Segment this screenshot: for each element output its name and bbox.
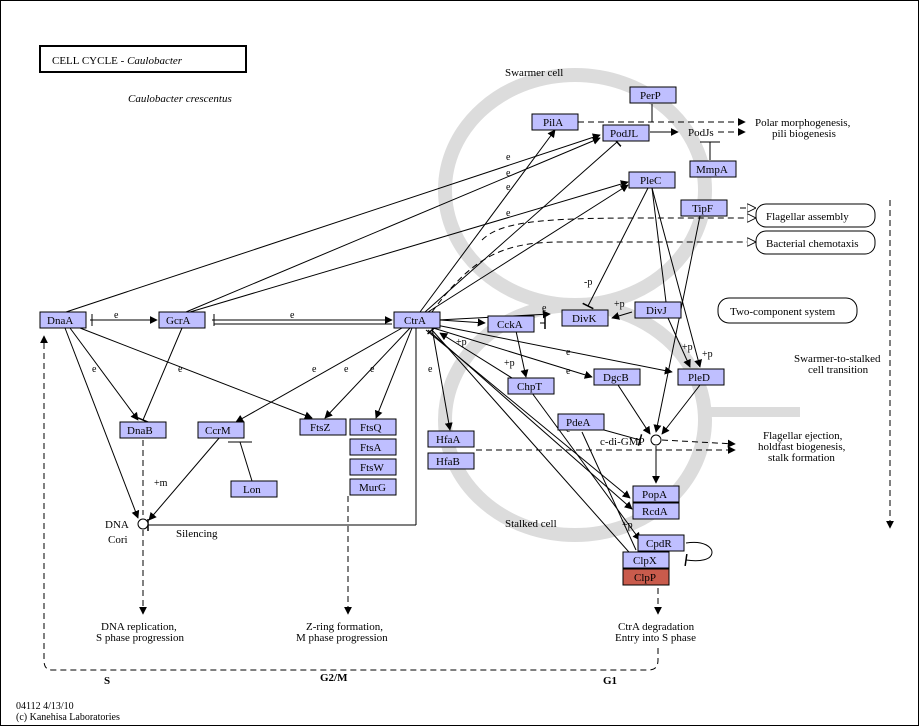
gene-PopA[interactable]: PopA bbox=[632, 485, 680, 503]
svg-text:(c) Kanehisa Laboratories: (c) Kanehisa Laboratories bbox=[16, 712, 120, 723]
svg-text:S phase progression: S phase progression bbox=[96, 632, 184, 644]
gene-MurG[interactable]: MurG bbox=[349, 478, 397, 496]
gene-CpdR[interactable]: CpdR bbox=[637, 534, 685, 552]
organism-name: Caulobacter crescentus bbox=[128, 93, 232, 105]
map-flagellar-assembly[interactable]: Flagellar assembly bbox=[755, 203, 876, 228]
stalked-cell-outline bbox=[438, 298, 712, 542]
svg-text:e: e bbox=[290, 310, 295, 321]
gene-DivK[interactable]: DivK bbox=[561, 309, 609, 327]
svg-text:e: e bbox=[370, 364, 375, 375]
svg-text:+p: +p bbox=[614, 299, 625, 310]
svg-text:e: e bbox=[114, 310, 119, 321]
swarmer-cell-outline bbox=[438, 68, 712, 312]
gene-PleC[interactable]: PleC bbox=[628, 171, 676, 189]
gene-PdeA[interactable]: PdeA bbox=[557, 413, 605, 431]
svg-text:e: e bbox=[542, 303, 547, 314]
gene-FtsW[interactable]: FtsW bbox=[349, 458, 397, 476]
page-title: CELL CYCLE - Caulobacter bbox=[52, 55, 183, 67]
svg-text:+p: +p bbox=[504, 358, 515, 369]
svg-text:PodJs: PodJs bbox=[688, 127, 714, 139]
svg-text:Flagellar assembly: Flagellar assembly bbox=[766, 211, 849, 223]
svg-text:M phase progression: M phase progression bbox=[296, 632, 388, 644]
dna-cori-compound[interactable] bbox=[137, 518, 149, 530]
svg-text:e: e bbox=[506, 182, 511, 193]
svg-text:Two-component system: Two-component system bbox=[730, 306, 836, 318]
svg-text:G1: G1 bbox=[603, 675, 617, 687]
gene-PerP[interactable]: PerP bbox=[629, 86, 677, 104]
svg-text:S: S bbox=[104, 675, 110, 687]
text-labels: Polar morphogenesis, pili biogenesis Pod… bbox=[16, 117, 881, 723]
svg-text:e: e bbox=[178, 364, 183, 375]
gene-PodJL[interactable]: PodJL bbox=[602, 124, 650, 142]
svg-text:e: e bbox=[506, 152, 511, 163]
svg-text:+p: +p bbox=[456, 337, 467, 348]
svg-text:DNA replication,: DNA replication, bbox=[101, 621, 177, 633]
svg-text:+p: +p bbox=[702, 349, 713, 360]
gene-HfaB[interactable]: HfaB bbox=[427, 452, 475, 470]
gene-RcdA[interactable]: RcdA bbox=[632, 502, 680, 520]
svg-text:Flagellar ejection,: Flagellar ejection, bbox=[763, 430, 843, 442]
svg-text:e: e bbox=[312, 364, 317, 375]
svg-text:e: e bbox=[344, 364, 349, 375]
svg-text:Silencing: Silencing bbox=[176, 528, 218, 540]
gene-DivJ[interactable]: DivJ bbox=[634, 301, 682, 319]
gene-PilA[interactable]: PilA bbox=[531, 113, 579, 131]
gene-PleD[interactable]: PleD bbox=[677, 368, 725, 386]
edges bbox=[40, 104, 894, 671]
svg-text:e: e bbox=[428, 364, 433, 375]
gene-Lon[interactable]: Lon bbox=[230, 480, 278, 498]
edge-labels: e e e e e e e e e e e e e e e e e -p +p … bbox=[92, 152, 713, 531]
gene-FtsA[interactable]: FtsA bbox=[349, 438, 397, 456]
swarmer-cell-label: Swarmer cell bbox=[505, 67, 563, 79]
svg-text:DNA: DNA bbox=[105, 519, 129, 531]
gene-CtrA[interactable]: CtrA bbox=[393, 311, 441, 329]
gene-GcrA[interactable]: GcrA bbox=[158, 311, 206, 329]
svg-text:-p: -p bbox=[584, 277, 592, 288]
svg-text:+p: +p bbox=[682, 342, 693, 353]
svg-text:04112 4/13/10: 04112 4/13/10 bbox=[16, 701, 74, 712]
gene-HfaA[interactable]: HfaA bbox=[427, 430, 475, 448]
svg-text:e: e bbox=[506, 208, 511, 219]
svg-text:c-di-GMP: c-di-GMP bbox=[600, 436, 645, 448]
svg-text:CtrA degradation: CtrA degradation bbox=[618, 621, 695, 633]
gene-DnaA[interactable]: DnaA bbox=[39, 311, 87, 329]
svg-text:holdfast biogenesis,: holdfast biogenesis, bbox=[758, 441, 846, 453]
svg-text:e: e bbox=[566, 366, 571, 377]
svg-text:Z-ring formation,: Z-ring formation, bbox=[306, 621, 383, 633]
gene-MmpA[interactable]: MmpA bbox=[689, 160, 737, 178]
gene-ClpX[interactable]: ClpX bbox=[622, 551, 670, 569]
map-bacterial-chemotaxis[interactable]: Bacterial chemotaxis bbox=[755, 230, 876, 255]
svg-text:+p: +p bbox=[622, 520, 633, 531]
title-box bbox=[39, 45, 247, 73]
svg-text:cell transition: cell transition bbox=[808, 364, 869, 376]
svg-text:Swarmer-to-stalked: Swarmer-to-stalked bbox=[794, 353, 881, 365]
svg-text:e: e bbox=[92, 364, 97, 375]
cdigmp-compound[interactable] bbox=[650, 434, 662, 446]
gene-ChpT[interactable]: ChpT bbox=[507, 377, 555, 395]
gene-CcrM[interactable]: CcrM bbox=[197, 421, 245, 439]
svg-text:Polar morphogenesis,: Polar morphogenesis, bbox=[755, 117, 851, 129]
svg-text:e: e bbox=[506, 168, 511, 179]
svg-text:Bacterial chemotaxis: Bacterial chemotaxis bbox=[766, 238, 859, 250]
gene-ClpP[interactable]: ClpP bbox=[622, 568, 670, 586]
svg-text:stalk formation: stalk formation bbox=[768, 452, 835, 464]
svg-text:Cori: Cori bbox=[108, 534, 128, 546]
svg-text:pili biogenesis: pili biogenesis bbox=[772, 128, 836, 140]
gene-FtsQ[interactable]: FtsQ bbox=[349, 418, 397, 436]
svg-text:Entry into S phase: Entry into S phase bbox=[615, 632, 696, 644]
gene-FtsZ[interactable]: FtsZ bbox=[299, 418, 347, 436]
stalked-cell-label: Stalked cell bbox=[505, 518, 557, 530]
gene-DnaB[interactable]: DnaB bbox=[119, 421, 167, 439]
svg-text:e: e bbox=[566, 347, 571, 358]
svg-text:+m: +m bbox=[154, 478, 168, 489]
gene-DgcB[interactable]: DgcB bbox=[593, 368, 641, 386]
svg-text:G2/M: G2/M bbox=[320, 672, 348, 684]
gene-CckA[interactable]: CckA bbox=[487, 315, 535, 333]
gene-TipF[interactable]: TipF bbox=[680, 199, 728, 217]
cell-background bbox=[438, 68, 800, 542]
map-two-component-system[interactable]: Two-component system bbox=[717, 297, 858, 324]
